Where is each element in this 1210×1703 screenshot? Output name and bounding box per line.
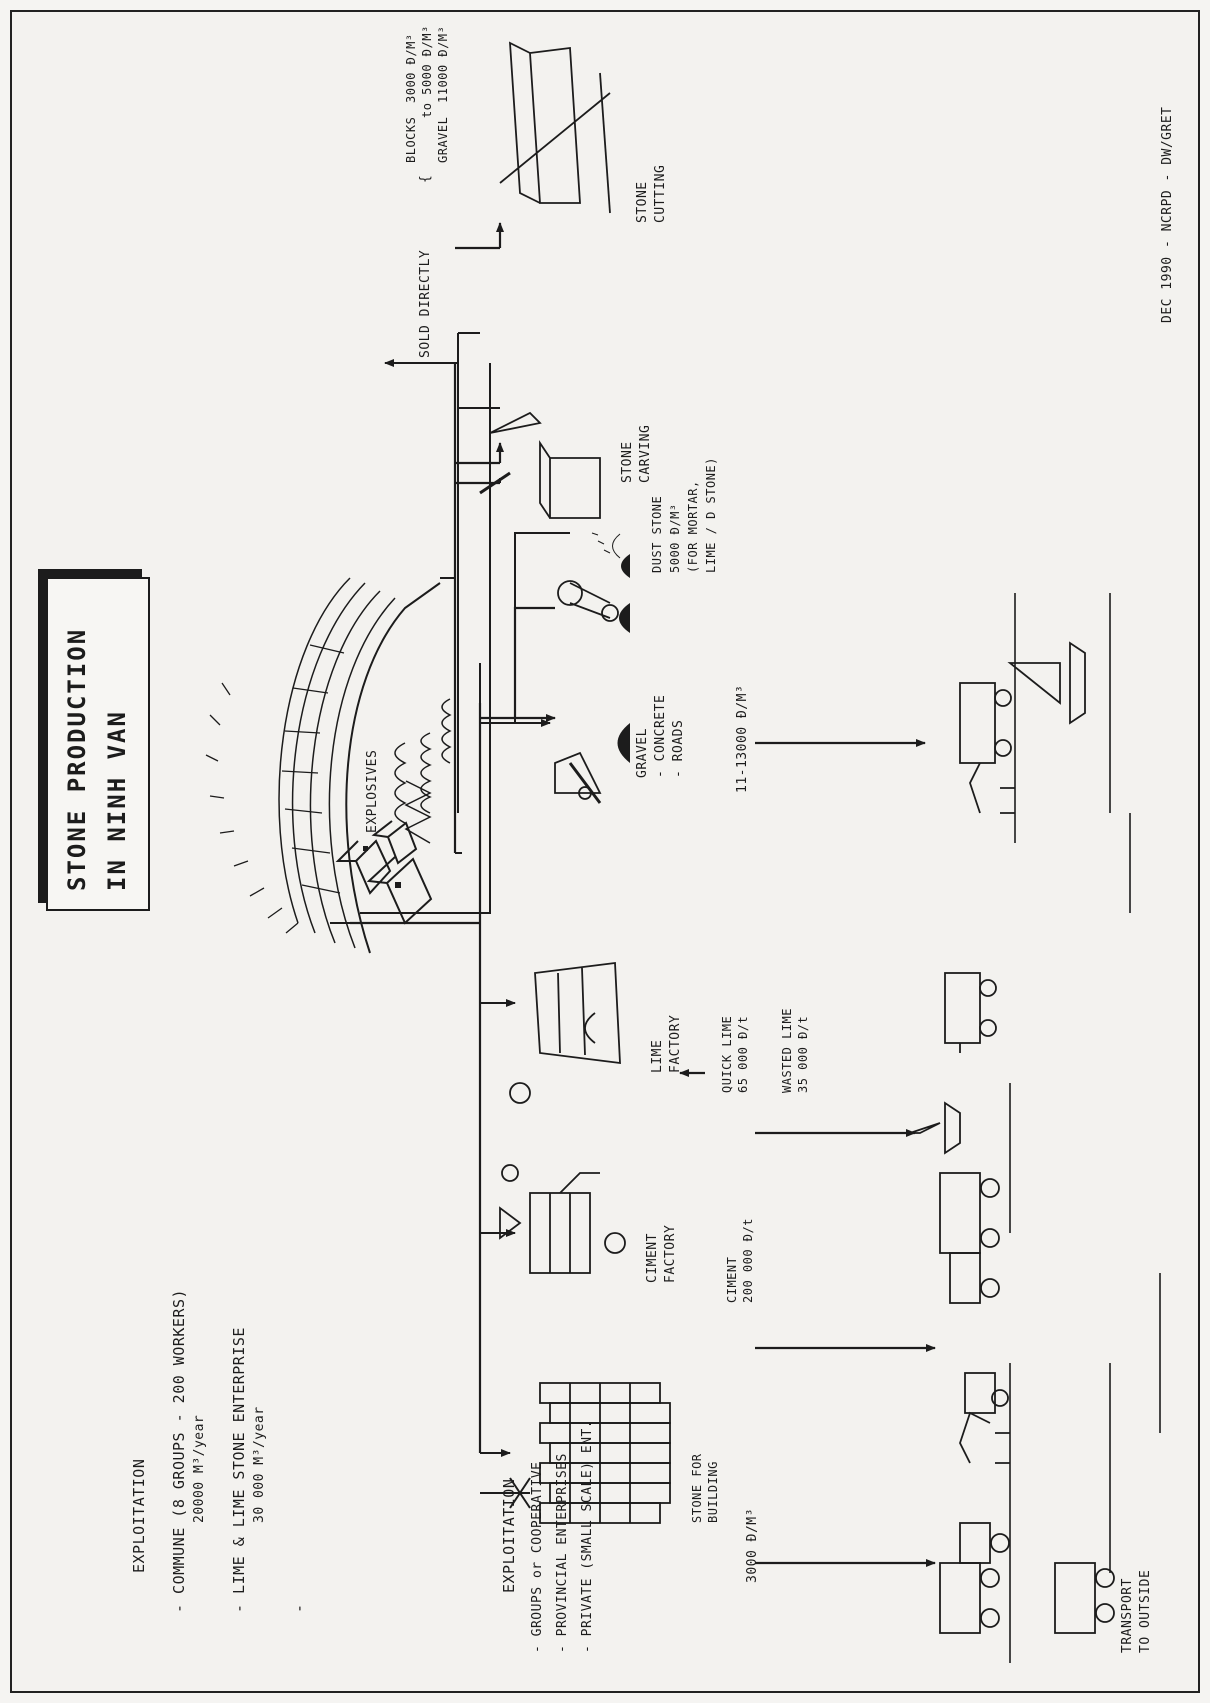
exploitation-a-item-2-line1: LIME & LIME STONE ENTERPRISE bbox=[230, 1327, 248, 1594]
sold-directly-label: SOLD DIRECTLY bbox=[418, 250, 434, 358]
lime-factory-line1: LIME bbox=[650, 1040, 666, 1073]
ciment-factory-line1: CIMENT bbox=[645, 1233, 661, 1283]
stone-cutting-line2: CUTTING bbox=[653, 165, 669, 223]
carving-block-icon bbox=[480, 413, 600, 518]
stone-cutting-line1: STONE bbox=[635, 181, 651, 223]
stone-carving-line2: CARVING bbox=[638, 425, 654, 483]
exploitation-b-item-3: - PRIVATE (SMALL SCALE) ENT. bbox=[580, 1420, 596, 1653]
exploitation-b-item-1: - GROUPS or COOPERATIVE bbox=[530, 1461, 546, 1653]
exploitation-a-item-1: - COMMUNE (8 GROUPS - 200 WORKERS) bbox=[170, 1289, 189, 1613]
quarry-cliff-illustration bbox=[206, 578, 450, 953]
bullet: - bbox=[230, 1603, 248, 1613]
flow-network bbox=[350, 363, 500, 1453]
exploitation-a-heading: EXPLOITATION bbox=[130, 1459, 149, 1573]
bullet: - bbox=[170, 1603, 188, 1613]
title-line-2: IN NINH VAN bbox=[102, 710, 132, 891]
dust-stone-line2: 5000 Đ/M³ bbox=[668, 503, 683, 573]
exploitation-a-item-1-line1: COMMUNE (8 GROUPS - 200 WORKERS) bbox=[170, 1289, 188, 1594]
exploitation-a-item-2: - LIME & LIME STONE ENTERPRISE bbox=[230, 1327, 249, 1613]
quick-lime-line2: 65 000 Đ/t bbox=[736, 1016, 751, 1093]
exploitation-a-item-2-line2: 30 000 M³/year bbox=[252, 1406, 268, 1523]
connections bbox=[330, 333, 570, 1453]
dust-stone-line4: LIME / D STONE) bbox=[704, 457, 719, 573]
gravel-pile-icon bbox=[618, 554, 631, 763]
sold-gravel-price: 11000 Đ/M³ bbox=[436, 26, 451, 103]
sold-blocks-price-1: 3000 Đ/M³ bbox=[404, 33, 419, 103]
stone-carving-line1: STONE bbox=[620, 441, 636, 483]
exploitation-a-item-1-line2: 20000 M³/year bbox=[192, 1415, 208, 1523]
stone-cutting-block-icon bbox=[500, 43, 610, 213]
gravel-cart-icon bbox=[960, 683, 1015, 813]
quick-lime-line1: QUICK LIME bbox=[720, 1016, 735, 1093]
stone-building-price: 3000 Đ/M³ bbox=[745, 1508, 761, 1583]
exploitation-b-heading: EXPLOITATION bbox=[500, 1479, 519, 1593]
ciment-price-line1: CIMENT bbox=[725, 1257, 740, 1303]
sold-gravel-label: GRAVEL bbox=[436, 117, 451, 163]
ground-lines bbox=[1010, 593, 1160, 1663]
credit-line: DEC 1990 - NCRPD - DW/GRET bbox=[1160, 107, 1176, 324]
ciment-price-line2: 200 000 Đ/t bbox=[741, 1218, 756, 1303]
diagram-layer: STONE PRODUCTION IN NINH VAN EXPLOITATIO… bbox=[10, 13, 1200, 1693]
cement-factory-icon bbox=[500, 1165, 625, 1273]
wasted-lime-line1: WASTED LIME bbox=[780, 1008, 795, 1093]
title-box: STONE PRODUCTION IN NINH VAN bbox=[46, 577, 150, 911]
truck-lime-icon bbox=[945, 973, 996, 1053]
gravel-use-line1: GRAVEL bbox=[635, 728, 651, 778]
conveyor-icon bbox=[558, 581, 618, 621]
title-line-1: STONE PRODUCTION bbox=[62, 628, 92, 891]
boat-icon bbox=[910, 1103, 960, 1153]
sold-blocks-price-2: to 5000 Đ/M³ bbox=[420, 25, 435, 118]
exploitation-b-item-2: - PROVINCIAL ENTERPRISES bbox=[555, 1453, 571, 1653]
sail-boat-icon bbox=[1010, 643, 1085, 723]
explosives-label: EXPLOSIVES bbox=[365, 750, 381, 833]
machinery-illustrations bbox=[480, 43, 1114, 1633]
ciment-factory-line2: FACTORY bbox=[663, 1225, 679, 1283]
stone-building-line1: STONE FOR bbox=[690, 1453, 705, 1523]
stone-building-line2: BUILDING bbox=[706, 1461, 721, 1523]
lime-kiln-icon bbox=[510, 963, 620, 1103]
wasted-lime-line2: 35 000 Đ/t bbox=[796, 1016, 811, 1093]
lorry-stack-icon bbox=[940, 1523, 1114, 1633]
dust-stone-line3: (FOR MORTAR, bbox=[686, 480, 701, 573]
horse-cart-icon bbox=[960, 1373, 1010, 1463]
truck-ciment-icon bbox=[940, 1173, 999, 1303]
gravel-price: 11-13000 Đ/M³ bbox=[735, 685, 751, 793]
carving-cutting-arrows bbox=[455, 483, 500, 503]
gravel-dust-lines bbox=[480, 593, 555, 723]
dust-stone-line1: DUST STONE bbox=[650, 496, 665, 573]
crusher-icon bbox=[555, 753, 600, 803]
transport-line2: TO OUTSIDE bbox=[1138, 1570, 1154, 1653]
network-lines bbox=[335, 333, 458, 943]
lime-factory-line2: FACTORY bbox=[668, 1015, 684, 1073]
sold-directly-brace: { bbox=[418, 175, 434, 183]
gravel-use-line3: - ROADS bbox=[671, 720, 687, 778]
exploitation-a-extra-bullet: - bbox=[290, 1603, 309, 1613]
gravel-use-line2: - CONCRETE bbox=[653, 695, 669, 778]
sold-blocks-label: BLOCKS bbox=[404, 117, 419, 163]
transport-line1: TRANSPORT bbox=[1120, 1578, 1136, 1653]
dust-pile-icon bbox=[592, 533, 620, 558]
